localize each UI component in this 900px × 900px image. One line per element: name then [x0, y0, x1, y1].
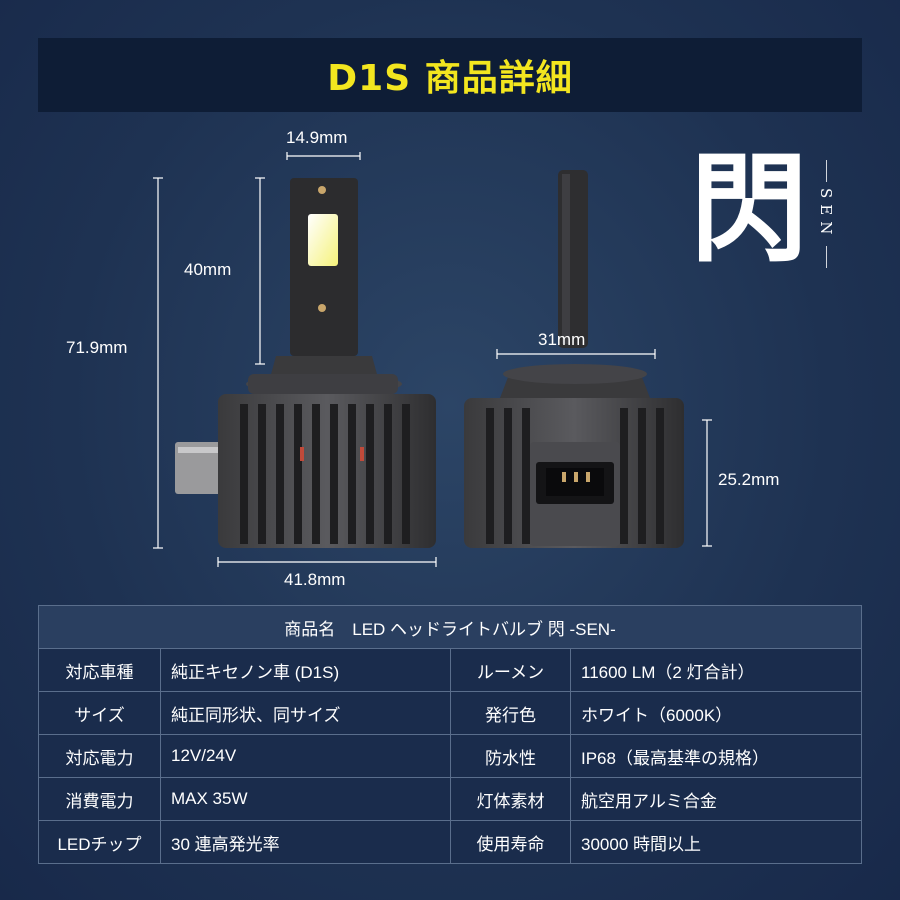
spec-value: 純正同形状、同サイズ: [160, 691, 451, 735]
spec-label: 消費電力: [38, 777, 161, 821]
brand-kanji-logo: 閃: [690, 139, 809, 278]
dim-base-width: 41.8mm: [284, 570, 346, 589]
spec-value: 純正キセノン車 (D1S): [160, 648, 451, 692]
spec-table: 商品名 LED ヘッドライトバルブ 閃 -SEN- 対応車種 純正キセノン車 (…: [38, 605, 862, 864]
spec-value: 11600 LM（2 灯合計）: [570, 648, 862, 692]
spec-label: 灯体素材: [450, 777, 571, 821]
spec-label: LEDチップ: [38, 820, 161, 864]
spec-label: 使用寿命: [450, 820, 571, 864]
spec-value: 30 連高発光率: [160, 820, 451, 864]
table-row: LEDチップ 30 連高発光率 使用寿命 30000 時間以上: [38, 820, 862, 864]
spec-value: ホワイト（6000K）: [570, 691, 862, 735]
spec-label: 対応電力: [38, 734, 161, 778]
dim-top-width: 14.9mm: [286, 128, 348, 147]
title-bar: D1S 商品詳細: [38, 38, 862, 112]
table-row: 消費電力 MAX 35W 灯体素材 航空用アルミ合金: [38, 777, 862, 821]
dim-collar-width: 31mm: [538, 330, 586, 349]
brand-sen-label: SEN: [814, 160, 838, 269]
bulb-left: [175, 178, 436, 548]
dim-led-height: 40mm: [184, 260, 232, 279]
page-title: D1S 商品詳細: [327, 58, 573, 99]
spec-value: MAX 35W: [160, 777, 451, 821]
product-figure: 14.9mm 40mm 71.9mm 41.8mm 31mm 25.2mm: [0, 112, 900, 602]
brand-latin: SEN: [817, 188, 835, 241]
spec-value: 30000 時間以上: [570, 820, 862, 864]
dim-box-height: 25.2mm: [718, 470, 780, 489]
table-row: サイズ 純正同形状、同サイズ 発行色 ホワイト（6000K）: [38, 691, 862, 735]
spec-table-header: 商品名 LED ヘッドライトバルブ 閃 -SEN-: [38, 605, 862, 649]
spec-label: サイズ: [38, 691, 161, 735]
spec-label: 対応車種: [38, 648, 161, 692]
bulb-right: [464, 170, 684, 548]
product-name-header: 商品名 LED ヘッドライトバルブ 閃 -SEN-: [38, 605, 862, 649]
table-row: 対応電力 12V/24V 防水性 IP68（最高基準の規格）: [38, 734, 862, 778]
spec-value: 12V/24V: [160, 734, 451, 778]
bulb-illustration: [153, 152, 712, 567]
spec-value: 航空用アルミ合金: [570, 777, 862, 821]
dim-total-height: 71.9mm: [66, 338, 128, 357]
dimension-lines: [153, 152, 712, 567]
spec-value: IP68（最高基準の規格）: [570, 734, 862, 778]
spec-label: ルーメン: [450, 648, 571, 692]
spec-label: 防水性: [450, 734, 571, 778]
table-row: 対応車種 純正キセノン車 (D1S) ルーメン 11600 LM（2 灯合計）: [38, 648, 862, 692]
spec-label: 発行色: [450, 691, 571, 735]
